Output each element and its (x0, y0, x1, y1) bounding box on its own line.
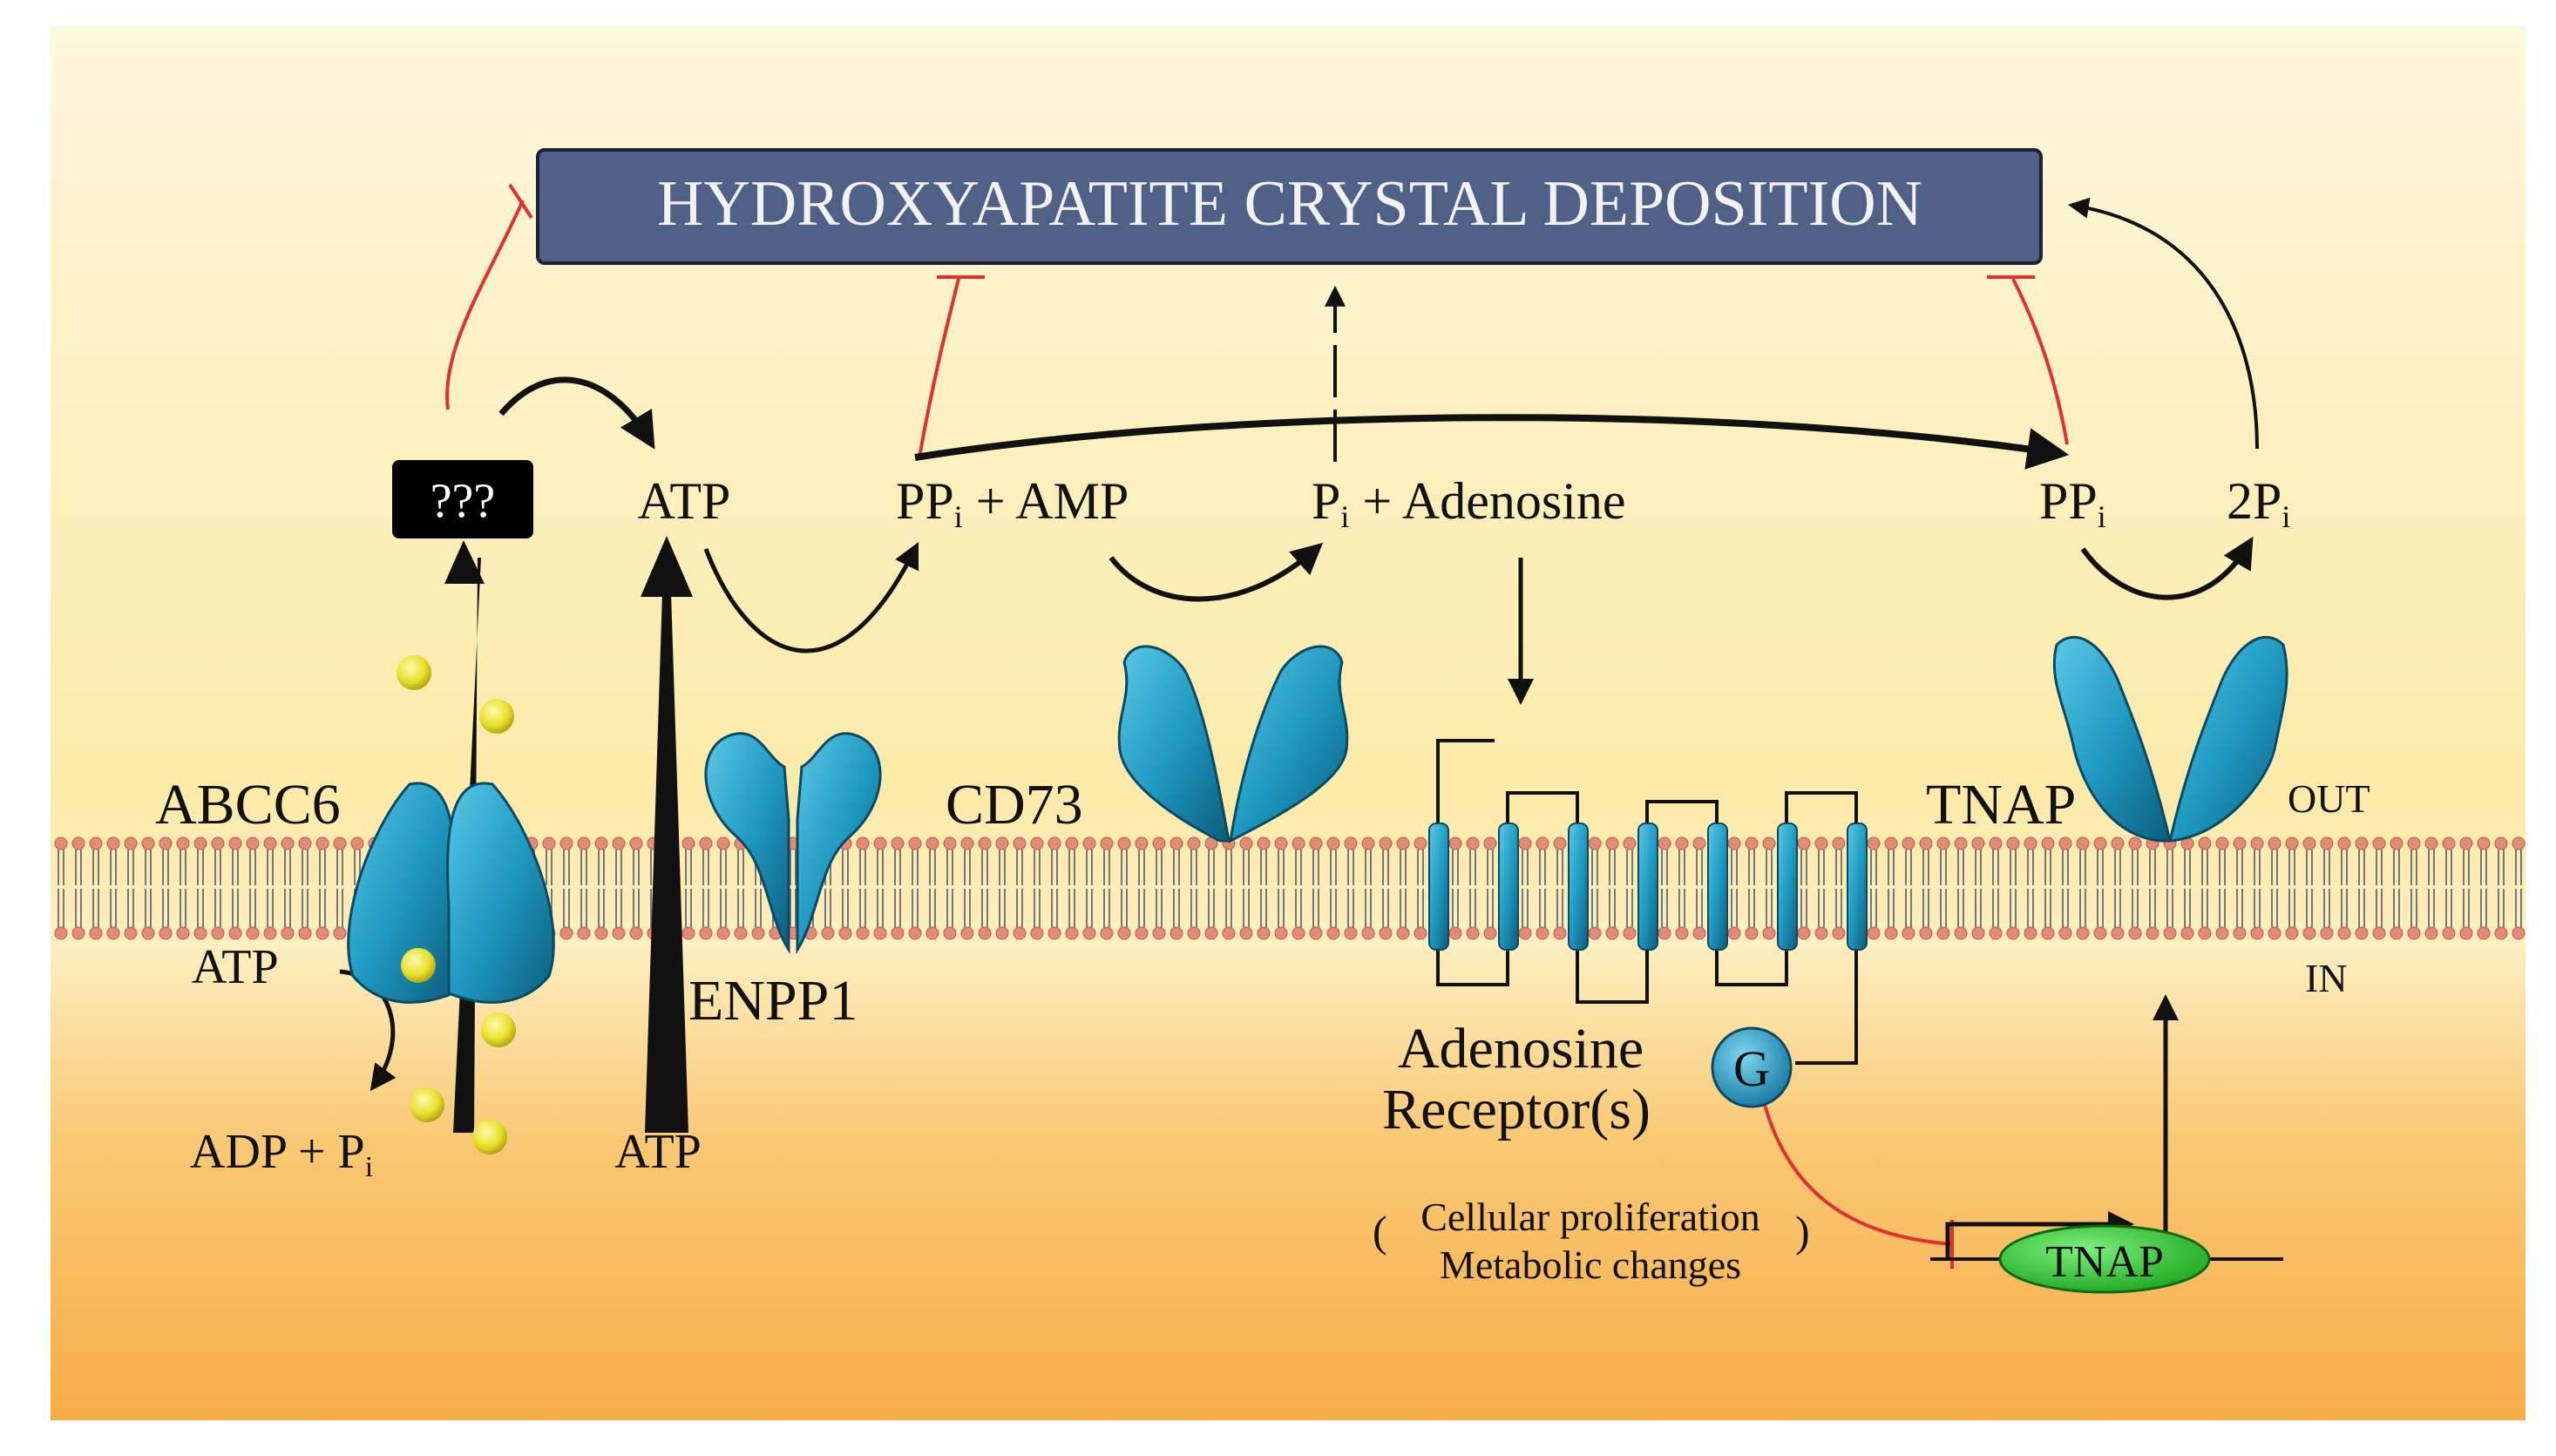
label-out: OUT (2288, 776, 2370, 821)
arrow-2pi-deposition (2067, 197, 2259, 450)
inhibition-ppi (2011, 278, 2069, 445)
inhibition-ppi-amp (918, 278, 960, 458)
tnap-gene: TNAP (1930, 1224, 2283, 1294)
arrow-promoter (1945, 1211, 2134, 1259)
label-ppi-amp: PPi + AMP (896, 472, 1129, 534)
label-atp-abcc6: ATP (192, 940, 279, 994)
hydroxyapatite-box: HYDROXYAPATITE CRYSTAL DEPOSITION (536, 148, 2043, 265)
label-pi-adenosine: Pi + Adenosine (1312, 472, 1626, 534)
label-adp-pi: ADP + Pi (190, 1125, 373, 1183)
label-cellular-proliferation: Cellular proliferation (1420, 1195, 1760, 1239)
label-cd73: CD73 (946, 773, 1083, 836)
atp-transport-arrow (645, 593, 688, 1133)
inhibition-gene (1763, 1104, 1953, 1246)
enpp1-protein (704, 732, 882, 955)
g-protein: G (1711, 1026, 1793, 1108)
title-label: HYDROXYAPATITE CRYSTAL DEPOSITION (657, 168, 1922, 240)
tnap-membrane-protein (2052, 635, 2288, 843)
abcc6-protein (347, 782, 555, 1004)
label-atp-top: ATP (638, 472, 731, 530)
inhibition-unknown (445, 200, 525, 410)
label-ppi-right: PPi (2039, 472, 2106, 534)
unknown-label: ??? (431, 474, 496, 528)
label-receptors: Receptor(s) (1382, 1078, 1651, 1141)
label-2pi: 2Pi (2227, 472, 2290, 534)
label-tnap: TNAP (1926, 773, 2076, 836)
g-protein-label: G (1733, 1040, 1770, 1097)
arrow-amp-adenosine (1109, 542, 1324, 602)
adenosine-receptor (1428, 739, 1868, 1065)
label-in: IN (2305, 956, 2348, 1000)
arrow-ppi-2pi (2080, 536, 2254, 600)
label-adenosine: Adenosine (1398, 1017, 1644, 1080)
pyrophosphate-particles (397, 655, 516, 1155)
paren-right: ) (1795, 1207, 1810, 1256)
paren-left: ( (1373, 1207, 1387, 1256)
cd73-protein (1117, 645, 1349, 843)
tnap-gene-label: TNAP (2045, 1237, 2164, 1287)
arrow-atp-ppi (703, 541, 919, 654)
label-abcc6: ABCC6 (155, 773, 341, 836)
label-atp-bottom: ATP (614, 1125, 702, 1179)
label-metabolic-changes: Metabolic changes (1440, 1243, 1741, 1287)
label-enpp1: ENPP1 (688, 969, 858, 1033)
unknown-box: ??? (392, 460, 533, 538)
arrow-ppi-transfer (914, 414, 2070, 470)
reaction-arrows (339, 197, 2259, 1259)
arrow-unknown-atp (498, 376, 655, 450)
labels: ATP PPi + AMP Pi + Adenosine PPi 2Pi ABC… (155, 472, 2370, 1287)
